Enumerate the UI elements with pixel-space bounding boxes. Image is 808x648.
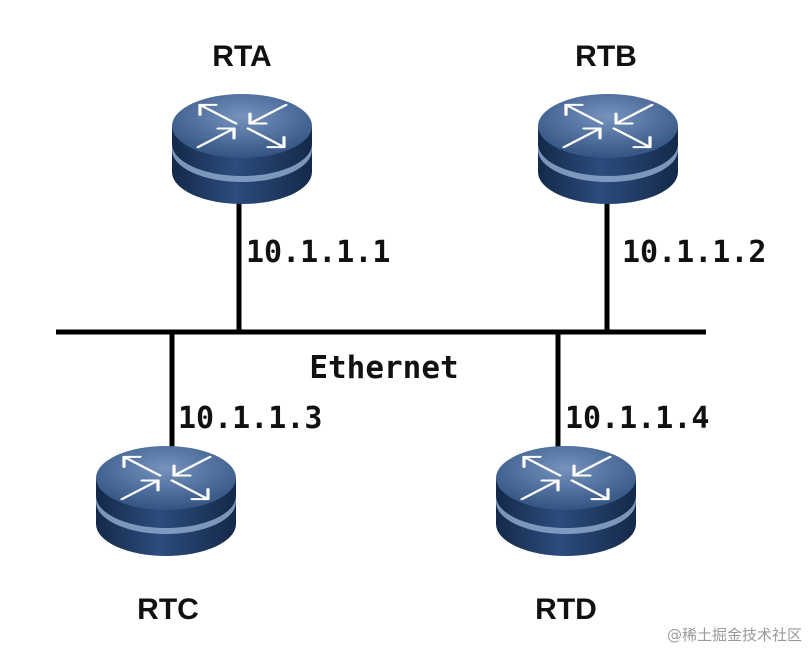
ip-address-label: 10.1.1.3 [178,401,323,436]
router-name: RTC [137,593,199,626]
ip-address-label: 10.1.1.4 [565,401,710,436]
router-icon [494,444,638,558]
ethernet-label: Ethernet [309,350,458,386]
router-name: RTB [575,40,637,73]
router-name: RTD [535,593,597,626]
router-rtd: RTD 10.1.1.4 [494,401,710,626]
router-icon [170,92,314,206]
router-rtb: RTB 10.1.1.2 [536,40,767,270]
router-icon [94,444,238,558]
router-name: RTA [212,40,271,73]
ip-address-label: 10.1.1.2 [622,235,767,270]
router-icon [536,92,680,206]
ip-address-label: 10.1.1.1 [246,235,391,270]
router-rtc: RTC 10.1.1.3 [94,401,323,626]
router-rta: RTA 10.1.1.1 [170,40,391,270]
watermark-text: @稀土掘金技术社区 [667,626,802,644]
